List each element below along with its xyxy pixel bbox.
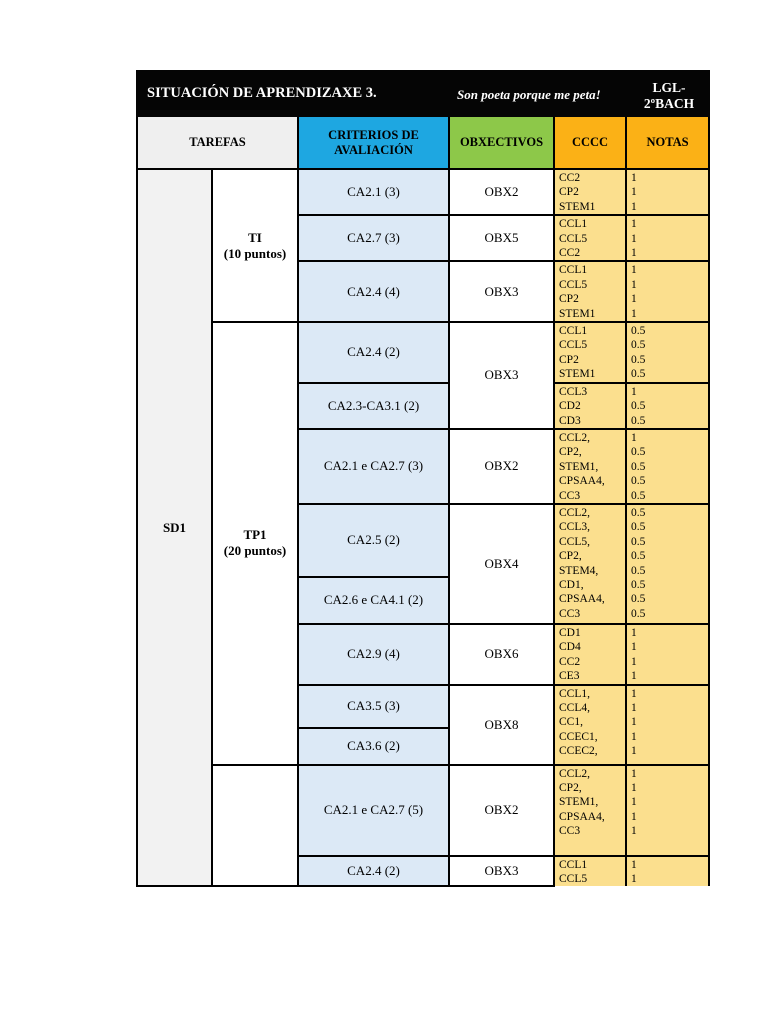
notes-cell: 1 1 1 1 1 bbox=[624, 763, 711, 857]
notes-cell: 1 1 1 1 1 bbox=[624, 683, 711, 766]
notes-cell: 1 1 1 1 bbox=[624, 260, 711, 324]
table-row: CA2.4 (2) OBX3 CCL1 CCL5 1 1 bbox=[137, 854, 711, 888]
table-row: CA3.5 (3) OBX8 CCL1, CCL4, CC1, CCEC1, C… bbox=[137, 683, 711, 766]
task-group-cell-tp1: TP1 (20 puntos) bbox=[211, 321, 299, 766]
table-row: TP1 (20 puntos) CA2.4 (2) OBX3 CCL1 CCL5… bbox=[137, 321, 711, 766]
criteria-cell: CA2.4 (4) bbox=[297, 260, 450, 324]
objective-cell: OBX3 bbox=[448, 260, 555, 324]
notes-cell: 1 1 1 1 bbox=[624, 622, 711, 686]
criteria-cell: CA2.9 (4) bbox=[297, 622, 450, 686]
column-header-criterios: CRITERIOS DE AVALIACIÓN bbox=[297, 115, 450, 170]
criteria-cell: CA2.5 (2) bbox=[297, 502, 450, 578]
competences-cell: CCL3 CD2 CD3 bbox=[553, 381, 627, 430]
table-row: CA2.7 (3) OBX5 CCL1 CCL5 CC2 1 1 1 bbox=[137, 214, 711, 263]
notes-cell: 1 1 bbox=[624, 854, 711, 887]
table-row: CA2.6 e CA4.1 (2) bbox=[137, 575, 709, 625]
criteria-cell: CA3.5 (3) bbox=[297, 683, 450, 729]
objective-cell: OBX8 bbox=[448, 683, 555, 766]
competences-cell: CCL2, CCL3, CCL5, CP2, STEM4, CD1, CPSAA… bbox=[553, 502, 627, 625]
criteria-cell: CA2.6 e CA4.1 (2) bbox=[297, 575, 450, 625]
column-header-row: TAREFAS CRITERIOS DE AVALIACIÓN OBXECTIV… bbox=[136, 115, 711, 170]
table-row: CA2.1 e CA2.7 (5) OBX2 CCL2, CP2, STEM1,… bbox=[137, 763, 711, 888]
notes-cell: 1 1 1 bbox=[624, 167, 711, 217]
competences-cell: CCL1 CCL5 CC2 bbox=[553, 214, 627, 263]
task-group-cell-ti: TI (10 puntos) bbox=[211, 167, 299, 324]
criteria-cell: CA2.1 e CA2.7 (3) bbox=[297, 427, 450, 505]
criteria-cell: CA2.3-CA3.1 (2) bbox=[297, 381, 450, 430]
learning-situation-table: SITUACIÓN DE APRENDIZAXE 3. Son poeta po… bbox=[135, 70, 711, 888]
column-header-notas: NOTAS bbox=[624, 115, 711, 170]
title-bar: SITUACIÓN DE APRENDIZAXE 3. Son poeta po… bbox=[135, 70, 711, 117]
competences-cell: CCL1 CCL5 bbox=[553, 854, 627, 887]
criteria-cell: CA3.6 (2) bbox=[297, 726, 450, 766]
objective-cell: OBX3 bbox=[448, 321, 555, 430]
table-row: CA2.1 e CA2.7 (3) OBX2 CCL2, CP2, STEM1,… bbox=[137, 427, 711, 505]
criteria-cell: CA2.4 (2) bbox=[297, 321, 450, 384]
notes-cell: 1 0.5 0.5 bbox=[624, 381, 711, 430]
notes-cell: 1 1 1 bbox=[624, 214, 711, 263]
competences-cell: CC2 CP2 STEM1 bbox=[553, 167, 627, 217]
competences-cell: CCL2, CP2, STEM1, CPSAA4, CC3 bbox=[553, 427, 627, 505]
objective-cell: OBX5 bbox=[448, 214, 555, 263]
criteria-cell: CA2.7 (3) bbox=[297, 214, 450, 263]
table-row: SD1 TI (10 puntos) CA2.1 (3) OBX2 CC2 CP… bbox=[136, 167, 711, 888]
competences-cell: CCL2, CP2, STEM1, CPSAA4, CC3 bbox=[553, 763, 627, 857]
objective-cell: OBX2 bbox=[448, 763, 555, 857]
column-header-tarefas: TAREFAS bbox=[136, 115, 299, 170]
objective-cell: OBX6 bbox=[448, 622, 555, 686]
column-header-obxectivos: OBXECTIVOS bbox=[448, 115, 555, 170]
table-row: CA2.5 (2) OBX4 CCL2, CCL3, CCL5, CP2, ST… bbox=[137, 502, 711, 625]
notes-cell: 0.5 0.5 0.5 0.5 bbox=[624, 321, 711, 384]
task-group-cell-empty bbox=[211, 763, 299, 888]
competences-cell: CD1 CD4 CC2 CE3 bbox=[553, 622, 627, 686]
objective-cell: OBX3 bbox=[448, 854, 555, 888]
table-row: CA2.4 (4) OBX3 CCL1 CCL5 CP2 STEM1 1 1 1… bbox=[137, 260, 711, 324]
notes-cell: 0.5 0.5 0.5 0.5 0.5 0.5 0.5 0.5 bbox=[624, 502, 711, 625]
sd-cell: SD1 bbox=[136, 167, 213, 888]
situation-subtitle: Son poeta porque me peta! bbox=[457, 87, 601, 102]
objective-cell: OBX4 bbox=[448, 502, 555, 625]
column-header-cccc: CCCC bbox=[553, 115, 627, 170]
objective-cell: OBX2 bbox=[448, 427, 555, 505]
competences-cell: CCL1 CCL5 CP2 STEM1 bbox=[553, 321, 627, 384]
criteria-cell: CA2.4 (2) bbox=[297, 854, 450, 888]
competences-cell: CCL1, CCL4, CC1, CCEC1, CCEC2, bbox=[553, 683, 627, 766]
table-row: CA2.3-CA3.1 (2) CCL3 CD2 CD3 1 0.5 0.5 bbox=[137, 381, 711, 430]
table-row: CA2.9 (4) OBX6 CD1 CD4 CC2 CE3 1 1 1 1 bbox=[137, 622, 711, 686]
criteria-cell: CA2.1 e CA2.7 (5) bbox=[297, 763, 450, 857]
course-label: LGL-2ºBACH bbox=[643, 80, 695, 111]
notes-cell: 1 0.5 0.5 0.5 0.5 bbox=[624, 427, 711, 505]
table-row: CA3.6 (2) bbox=[137, 726, 709, 766]
objective-cell: OBX2 bbox=[448, 167, 555, 217]
criteria-cell: CA2.1 (3) bbox=[297, 167, 450, 217]
situation-title: SITUACIÓN DE APRENDIZAXE 3. bbox=[147, 85, 377, 101]
title-bar-cell: SITUACIÓN DE APRENDIZAXE 3. Son poeta po… bbox=[135, 70, 711, 117]
competences-cell: CCL1 CCL5 CP2 STEM1 bbox=[553, 260, 627, 324]
